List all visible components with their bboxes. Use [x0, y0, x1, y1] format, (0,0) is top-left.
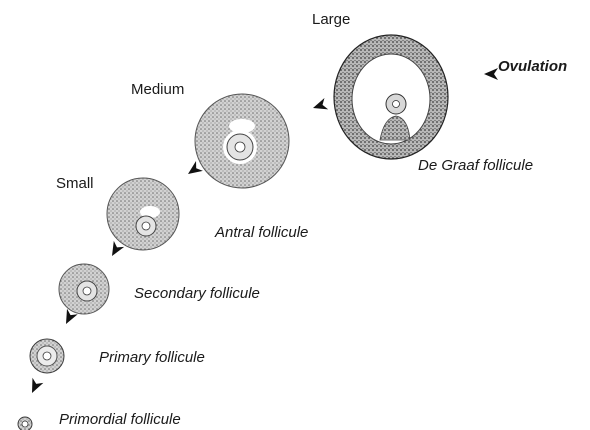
stage-label-primordial: Primordial follicule [59, 412, 181, 427]
antral-follicle [107, 178, 179, 250]
arrow-medium-to-large [311, 98, 328, 114]
stage-label-secondary: Secondary follicule [134, 286, 260, 301]
secondary-follicle [59, 264, 109, 314]
arrow-antral-to-medium [185, 161, 203, 179]
size-label-large: Large [312, 12, 350, 27]
stage-label-de-graaf: De Graaf follicule [418, 158, 533, 173]
de-graaf-follicle [334, 35, 448, 159]
stage-label-primary: Primary follicule [99, 350, 205, 365]
ovulation-label: Ovulation [498, 59, 567, 74]
size-label-medium: Medium [131, 82, 184, 97]
arrow-large-to-ovulation [484, 68, 498, 80]
stage-label-antral: Antral follicule [215, 225, 308, 240]
arrow-primordial-to-primary [27, 378, 44, 396]
primary-follicle [30, 339, 64, 373]
medium-follicle [195, 94, 289, 188]
size-label-small: Small [56, 176, 94, 191]
arrow-secondary-to-antral [107, 241, 124, 259]
primordial-follicle [18, 417, 32, 430]
